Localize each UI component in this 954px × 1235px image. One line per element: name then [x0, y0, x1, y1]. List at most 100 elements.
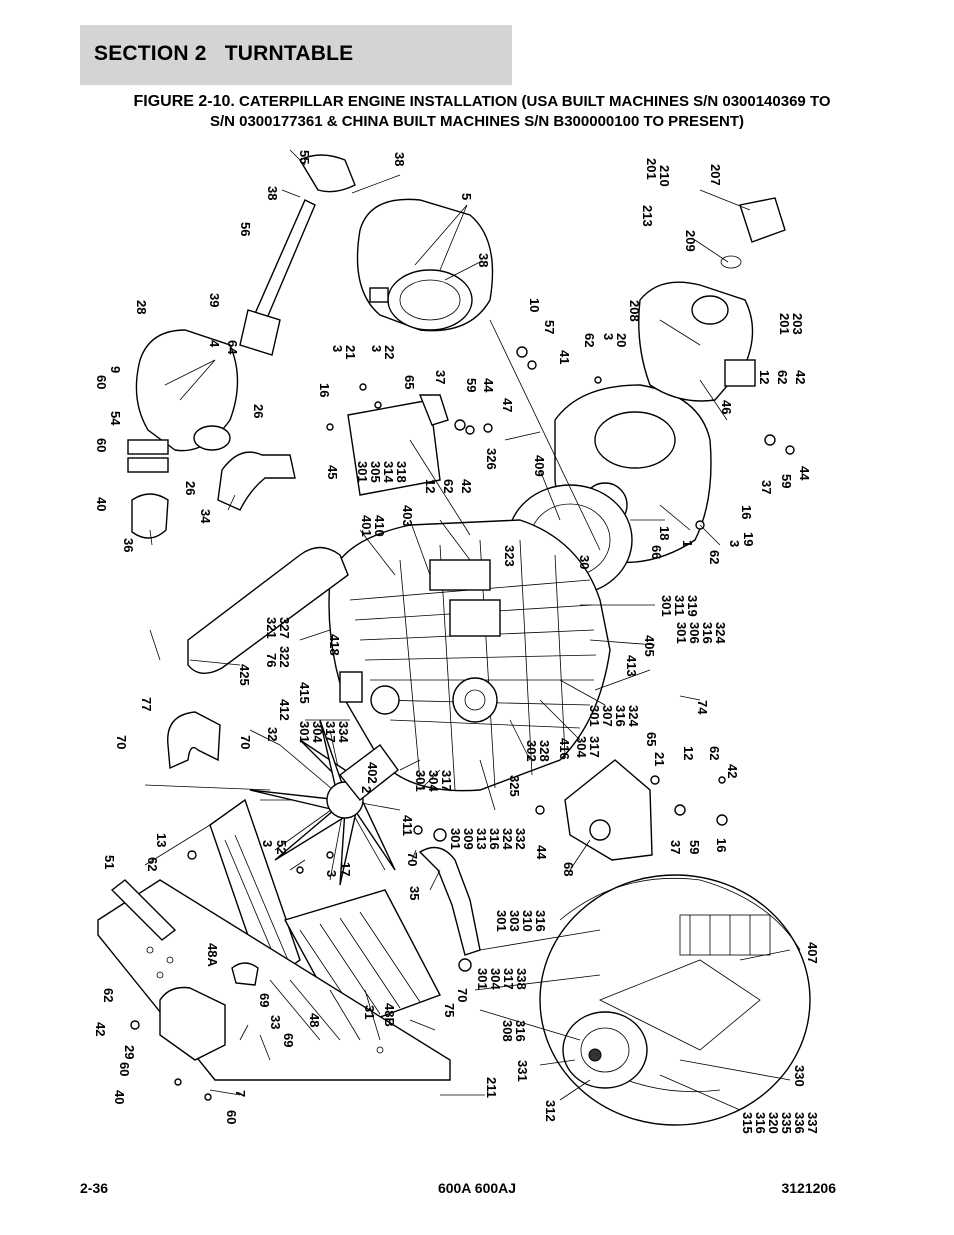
callout: 211	[484, 1077, 499, 1098]
callout: 310	[520, 910, 535, 932]
callout: 301	[355, 461, 370, 483]
callout: 4	[207, 340, 222, 348]
callout: 70	[114, 735, 129, 749]
section-label: SECTION 2	[94, 42, 207, 65]
callout: 314	[381, 461, 396, 483]
callout: 38	[392, 152, 407, 166]
callout: 327	[277, 617, 292, 639]
callout: 69	[257, 993, 272, 1007]
callout: 317	[439, 770, 454, 792]
callout: 326	[484, 448, 499, 470]
callout: 410	[372, 515, 387, 537]
callout: 416	[557, 738, 572, 760]
callout: 3	[369, 345, 384, 352]
callout: 301	[448, 828, 463, 850]
callout: 338	[514, 968, 529, 990]
callout: 325	[507, 775, 522, 797]
callout: 409	[532, 455, 547, 477]
callout: 70	[455, 988, 470, 1002]
figure-title-line1: FIGURE 2-10. CATERPILLAR ENGINE INSTALLA…	[5, 93, 954, 111]
callout: 411	[400, 815, 415, 836]
callout: 318	[394, 461, 409, 483]
callout: 37	[668, 840, 683, 854]
callout: 60	[94, 438, 109, 452]
callout: 76	[264, 653, 279, 667]
callout: 16	[317, 383, 332, 397]
callout: 52	[274, 840, 289, 854]
model-number: 600A 600AJ	[437, 1180, 517, 1196]
section-title: SECTION 2 TURNTABLE	[94, 42, 353, 66]
callout: 69	[281, 1033, 296, 1047]
callout: 28	[134, 300, 149, 314]
callout: 34	[198, 509, 213, 524]
callout: 208	[627, 300, 642, 322]
callout: 66	[649, 545, 664, 559]
callout: 2	[359, 786, 374, 793]
callout: 317	[587, 736, 602, 758]
callout: 324	[626, 705, 641, 727]
callout: 304	[574, 736, 589, 758]
callout: 62	[582, 333, 597, 347]
callout: 209	[683, 230, 698, 252]
section-header-bar: SECTION 2 TURNTABLE	[80, 25, 512, 85]
callout: 13	[154, 833, 169, 847]
callout: 9	[108, 366, 123, 373]
callout: 62	[145, 857, 160, 871]
callout: 62	[775, 370, 790, 384]
callout: 3	[324, 870, 339, 877]
callout: 309	[461, 828, 476, 850]
callout: 47	[500, 398, 515, 412]
callout: 307	[600, 705, 615, 727]
callout: 415	[297, 682, 312, 704]
callout: 74	[695, 700, 710, 715]
callout: 332	[513, 828, 528, 850]
callout: 304	[426, 770, 441, 792]
callout: 201	[644, 158, 659, 180]
callout: 51	[102, 855, 117, 869]
callout: 37	[433, 370, 448, 384]
callout: 60	[94, 375, 109, 389]
callout: 77	[139, 697, 154, 711]
callout: 313	[474, 828, 489, 850]
callout: 316	[613, 705, 628, 727]
callout: 5	[459, 193, 474, 200]
callout: 59	[464, 378, 479, 392]
figure-label: FIGURE 2-10.	[133, 93, 235, 110]
callout: 407	[805, 942, 820, 964]
callout: 10	[527, 298, 542, 312]
callout: 29	[122, 1045, 137, 1059]
callout: 305	[368, 461, 383, 483]
callout: 57	[542, 320, 557, 334]
callout: 301	[475, 968, 490, 990]
callout: 48	[307, 1013, 322, 1027]
callout: 32	[265, 727, 280, 741]
callout: 3	[330, 345, 345, 352]
callout: 26	[183, 481, 198, 495]
document-number: 3121206	[781, 1180, 836, 1196]
figure-title-line2: S/N 0300177361 & CHINA BUILT MACHINES S/…	[209, 113, 745, 130]
callout: 320	[766, 1112, 781, 1134]
callout: 412	[277, 699, 292, 721]
callout: 20	[614, 333, 629, 347]
callout: 213	[640, 205, 655, 227]
callout: 17	[338, 862, 353, 876]
callout: 405	[642, 635, 657, 657]
callout: 334	[336, 721, 351, 743]
callout: 44	[481, 378, 496, 393]
callout: 330	[792, 1065, 807, 1087]
callout: 62	[707, 550, 722, 564]
callout: 42	[793, 370, 808, 384]
callout: 337	[805, 1112, 820, 1134]
callout: 35	[407, 886, 422, 900]
callout: 418	[327, 634, 342, 656]
callout: 48A	[205, 943, 220, 967]
callout: 201	[777, 313, 792, 335]
callout: 413	[624, 655, 639, 677]
callout: 304	[488, 968, 503, 990]
callout: 210	[657, 165, 672, 187]
callout: 70	[238, 735, 253, 749]
callout: 3	[727, 540, 742, 547]
callout: 62	[101, 988, 116, 1002]
callout: 48B	[382, 1003, 397, 1027]
